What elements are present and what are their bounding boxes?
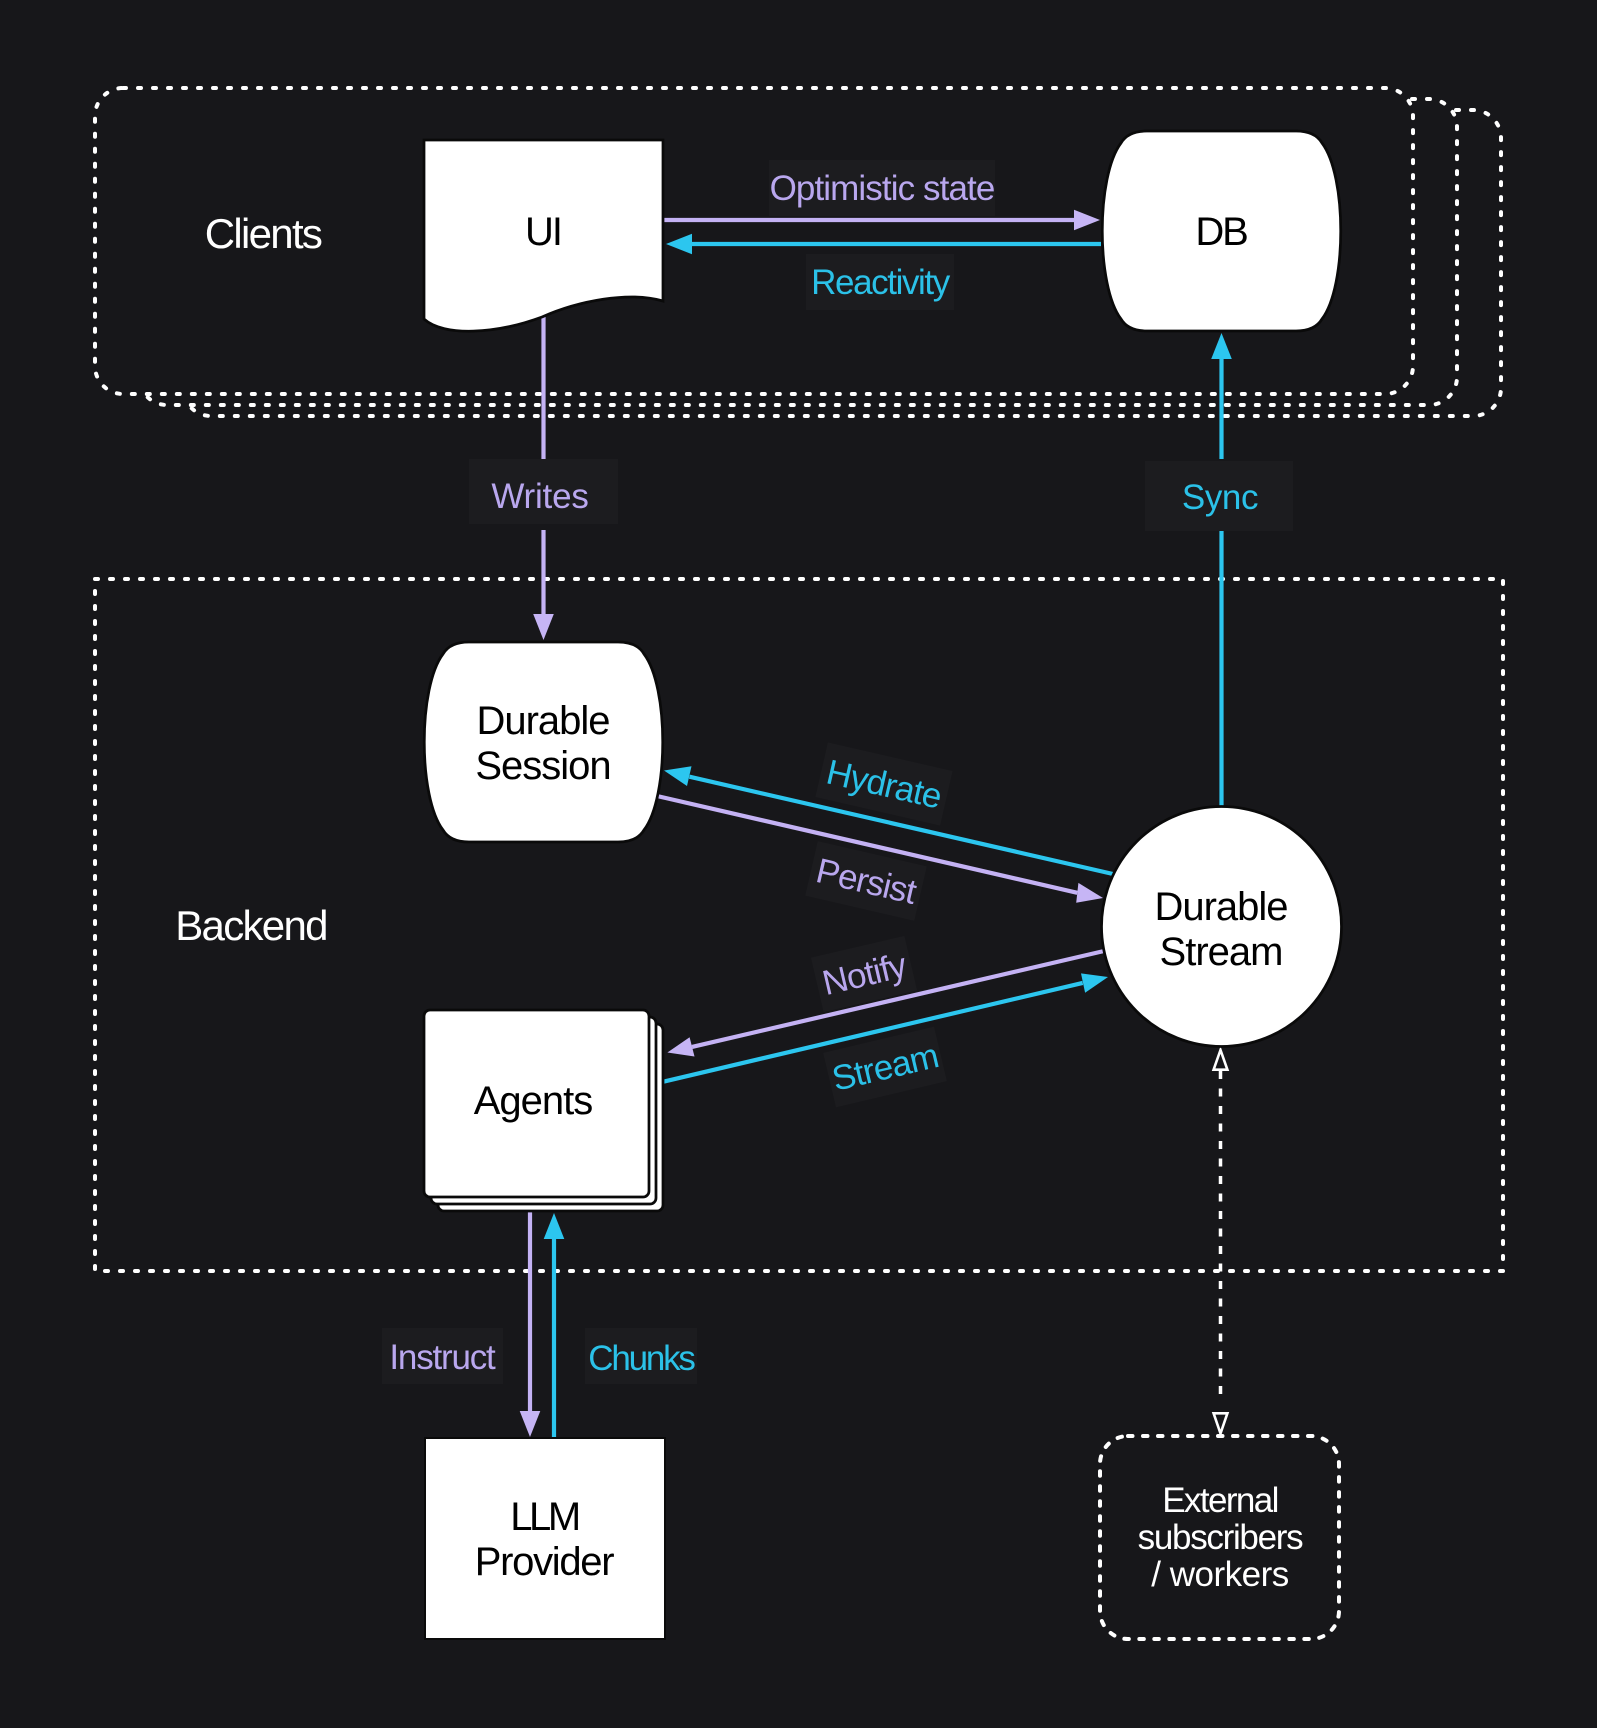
svg-text:Reactivity: Reactivity: [811, 263, 951, 302]
svg-text:Writes: Writes: [491, 477, 588, 516]
svg-text:Durable: Durable: [476, 699, 609, 743]
svg-text:Optimistic state: Optimistic state: [770, 169, 995, 208]
svg-text:Stream: Stream: [1160, 930, 1283, 974]
svg-text:LLM: LLM: [510, 1495, 579, 1539]
svg-text:Provider: Provider: [475, 1540, 615, 1584]
svg-text:/ workers: / workers: [1151, 1555, 1288, 1594]
svg-text:DB: DB: [1195, 210, 1247, 254]
svg-text:Backend: Backend: [175, 902, 327, 949]
svg-text:Durable: Durable: [1154, 885, 1287, 929]
svg-text:Agents: Agents: [474, 1079, 593, 1123]
svg-text:Sync: Sync: [1182, 478, 1258, 517]
svg-text:Instruct: Instruct: [389, 1338, 496, 1377]
svg-text:Chunks: Chunks: [588, 1339, 695, 1378]
svg-text:Session: Session: [475, 744, 610, 788]
svg-text:External: External: [1162, 1481, 1278, 1520]
svg-text:UI: UI: [525, 210, 561, 254]
svg-text:Clients: Clients: [205, 210, 322, 257]
svg-text:subscribers: subscribers: [1138, 1518, 1303, 1557]
